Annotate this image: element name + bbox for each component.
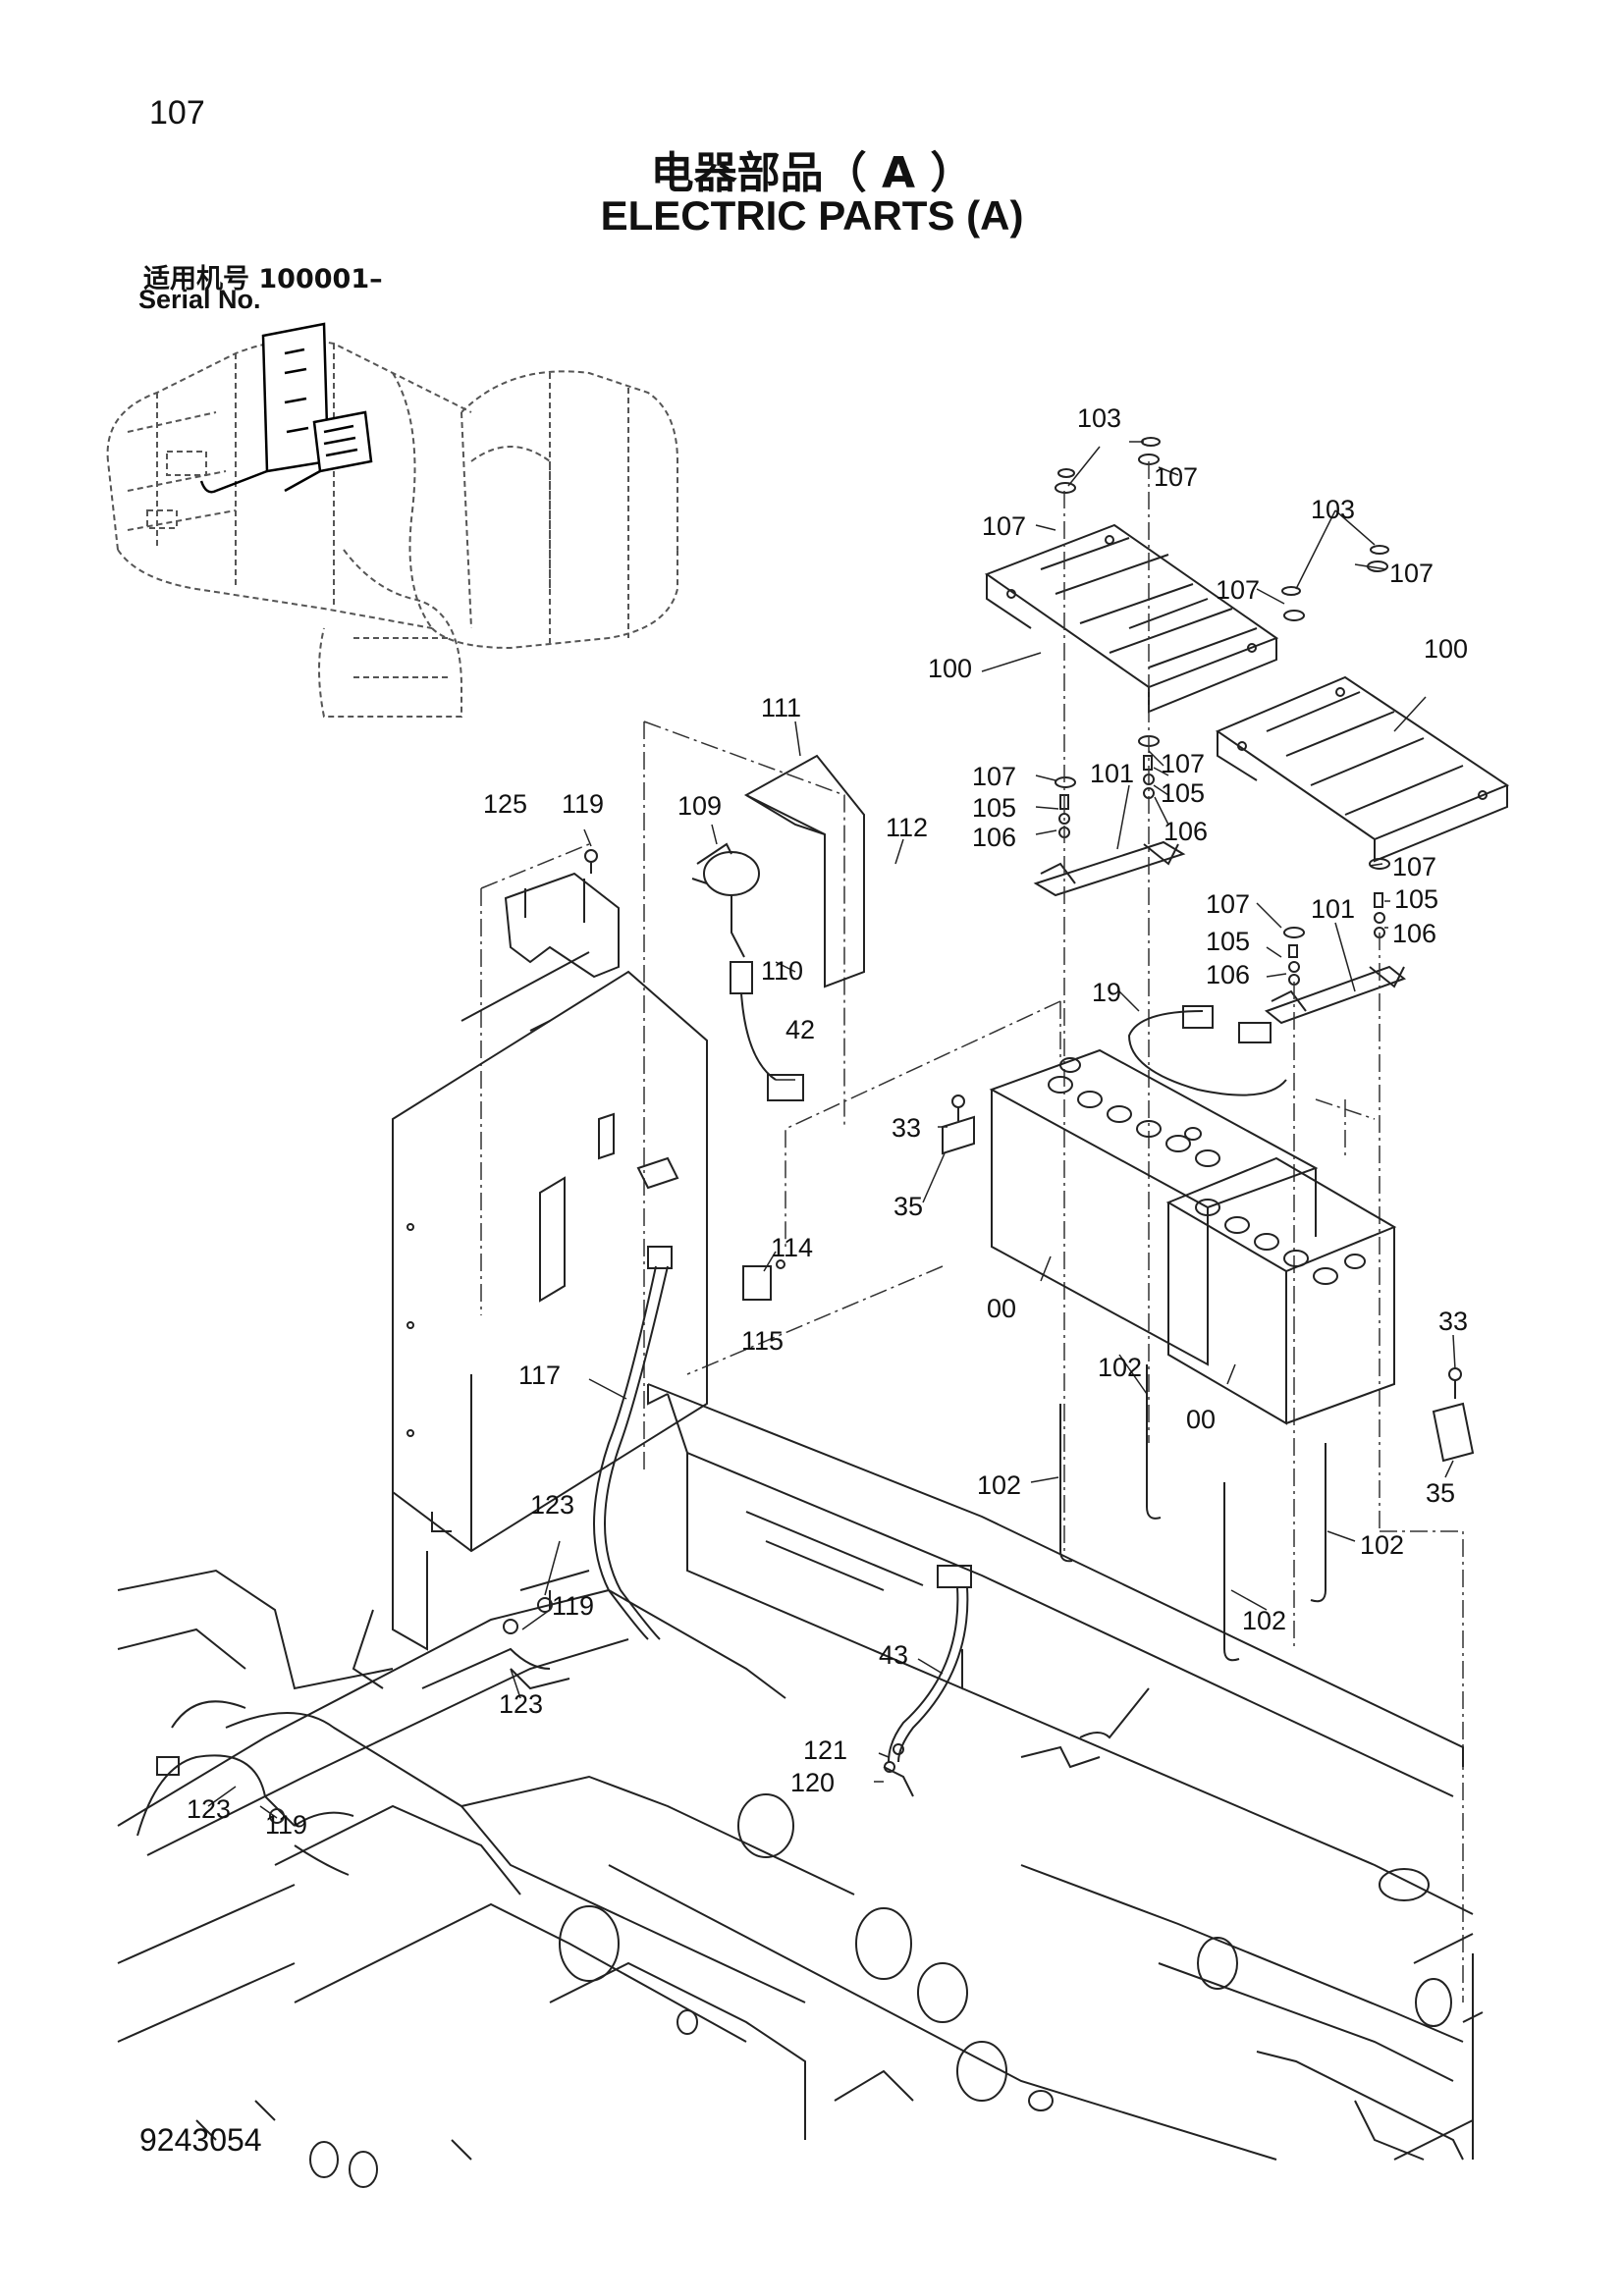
callout-109: 109 (677, 791, 722, 821)
harness-123 (136, 1570, 1150, 1876)
page-title-chinese: 电器部品（ A ） (650, 148, 974, 198)
callout-43: 43 (879, 1640, 908, 1670)
battery-tray-frame (647, 1383, 1474, 1915)
cable-117 (593, 1246, 673, 1640)
callout-107: 107 (1389, 559, 1434, 588)
callout-105: 105 (972, 793, 1016, 823)
hold-down-brackets (942, 1095, 1475, 1463)
callout-121: 121 (803, 1735, 847, 1765)
battery-cable-19 (1127, 1005, 1287, 1096)
page-number: 107 (149, 94, 205, 132)
battery-rear (1165, 1156, 1397, 1425)
callout-19: 19 (1092, 978, 1121, 1007)
callout-102: 102 (1360, 1530, 1404, 1560)
serial-number-label: Serial No. (138, 285, 261, 314)
callout-117: 117 (518, 1361, 561, 1390)
callout-123: 123 (499, 1689, 543, 1719)
battery-front (989, 1048, 1319, 1366)
battery-cover-right (1215, 675, 1510, 863)
callout-107: 107 (1206, 889, 1250, 919)
battery-cover-left (984, 523, 1279, 714)
callout-112: 112 (886, 813, 928, 842)
callout-123: 123 (187, 1794, 231, 1824)
callout-105: 105 (1206, 927, 1250, 956)
callout-100: 100 (1424, 634, 1468, 664)
j-bolts-102 (1059, 1364, 1326, 1662)
callout-115: 115 (741, 1326, 784, 1356)
callout-105: 105 (1161, 778, 1205, 808)
callout-35: 35 (1426, 1478, 1455, 1508)
harness-42 (730, 961, 804, 1101)
callout-120: 120 (790, 1768, 835, 1797)
relay-115 (742, 1259, 785, 1301)
upper-frame-chassis (117, 1569, 1484, 2188)
callout-125: 125 (483, 789, 527, 819)
callout-101: 101 (1311, 894, 1355, 924)
callout-107: 107 (1216, 575, 1260, 605)
relay-109 (691, 842, 760, 958)
callout-106: 106 (972, 823, 1016, 852)
callout-119: 119 (265, 1810, 307, 1840)
page-title: ELECTRIC PARTS (A) (600, 192, 1024, 239)
callout-33: 33 (892, 1113, 921, 1143)
callout-00: 00 (987, 1294, 1016, 1323)
callout-106: 106 (1164, 817, 1208, 846)
battery-clamp-bar-right (1264, 965, 1407, 1025)
callout-119: 119 (552, 1591, 594, 1621)
callout-42: 42 (785, 1015, 815, 1044)
callout-123: 123 (530, 1490, 574, 1520)
callout-100: 100 (928, 654, 972, 683)
callout-103: 103 (1311, 495, 1355, 524)
callout-114: 114 (771, 1233, 813, 1262)
callout-00: 00 (1186, 1405, 1216, 1434)
serial-range-label-chinese: 适用机号 100001– (143, 264, 383, 294)
electrical-mounting-panel (392, 951, 708, 1651)
callout-33: 33 (1438, 1307, 1468, 1336)
callout-102: 102 (1242, 1606, 1286, 1635)
bracket-125 (504, 849, 620, 979)
callout-107: 107 (982, 511, 1026, 541)
leader-lines (207, 441, 1456, 1819)
callout-106: 106 (1206, 960, 1250, 989)
alignment-lines (480, 461, 1464, 2002)
callout-107: 107 (1161, 749, 1205, 778)
callout-107: 107 (1392, 852, 1436, 881)
callout-103: 103 (1077, 403, 1121, 433)
machine-locator-thumbnail (106, 339, 678, 718)
callout-107: 107 (972, 762, 1016, 791)
callout-102: 102 (977, 1470, 1021, 1500)
drawing-number: 9243054 (139, 2122, 262, 2158)
battery-clamp-bar-left (1033, 840, 1186, 897)
relay-cover-111 (743, 754, 865, 988)
callout-106: 106 (1392, 919, 1436, 948)
callout-107: 107 (1154, 462, 1198, 492)
callout-102: 102 (1098, 1353, 1142, 1382)
callout-110: 110 (761, 956, 803, 986)
highlighted-electrical-panel (199, 322, 373, 494)
callout-119: 119 (562, 789, 604, 819)
callout-35: 35 (893, 1192, 923, 1221)
cable-43 (888, 1565, 972, 1763)
callout-101: 101 (1090, 759, 1134, 788)
callout-111: 111 (761, 693, 801, 722)
callout-105: 105 (1394, 884, 1438, 914)
